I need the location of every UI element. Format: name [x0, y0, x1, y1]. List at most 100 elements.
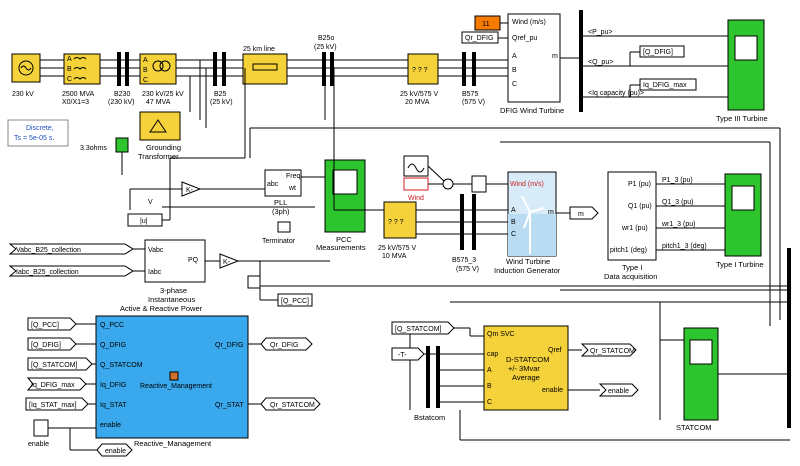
svg-text:B: B [511, 219, 516, 226]
transformer-main[interactable]: A B C [139, 53, 177, 85]
thevenin-impedance[interactable]: A B C [63, 53, 101, 85]
svg-text:? ? ?: ? ? ? [412, 67, 428, 74]
sum-wind[interactable] [442, 178, 454, 190]
goto-qr-statcom-out[interactable] [260, 397, 321, 411]
v-signal-label: V [148, 199, 153, 206]
scope-pcc[interactable] [324, 159, 366, 233]
svg-text:Vabc_B25_collection: Vabc_B25_collection [16, 247, 81, 254]
from-q-statcom[interactable]: [Q_STATCOM] [27, 357, 93, 371]
transformer-induction[interactable]: ? ? ? [383, 201, 417, 239]
svg-text:enable: enable [100, 422, 121, 429]
from-iabc[interactable]: Iabc_B25_collection [8, 265, 134, 277]
bus-bstatcom[interactable] [426, 346, 430, 408]
wind-const[interactable] [403, 177, 429, 191]
goto-q-dfig[interactable] [639, 45, 685, 58]
rate-limiter[interactable] [247, 275, 261, 289]
goto-qr-dfig-out[interactable] [260, 337, 313, 351]
from-iq-stat-max[interactable]: [Iq_STAT_max] [25, 397, 89, 411]
transformer-dfig-label: 25 kV/575 V [400, 91, 438, 98]
bus-b25o-kv: (25 kV) [314, 44, 337, 51]
svg-text:PQ: PQ [188, 257, 199, 264]
scope-statcom[interactable] [683, 327, 719, 421]
svg-text:Iabc: Iabc [148, 269, 162, 276]
d-statcom-block[interactable]: Qm SVC cap A B C Qref enable D-STATCOM +… [483, 325, 569, 411]
wind-profile[interactable] [403, 155, 429, 177]
abs-block[interactable] [127, 213, 163, 227]
svg-text:B: B [143, 67, 148, 74]
svg-text:Vabc: Vabc [148, 247, 164, 254]
terminator[interactable] [277, 221, 291, 233]
bus-b25o-label: B25o [318, 35, 334, 42]
induction-title1: Wind Turbine [506, 257, 550, 266]
impedance-label: 2500 MVA [62, 91, 94, 98]
dfig-wind-turbine[interactable]: Wind (m/s) Qref_pu A B C m [507, 13, 561, 103]
bus-b575[interactable] [462, 52, 466, 86]
pll-title: PLL [274, 198, 287, 207]
from-enable[interactable] [598, 383, 639, 397]
grounding-resistor[interactable] [115, 137, 129, 153]
reactive-management-block[interactable]: Q_PCC Q_DFIG Q_STATCOM Iq_DFIG Iq_STAT e… [95, 315, 249, 439]
type1-title: Type I Turbine [716, 260, 764, 269]
goto-enable[interactable] [96, 443, 133, 457]
svg-text:Reactive_Management: Reactive_Management [140, 383, 212, 390]
bus-b25-kv: (25 kV) [210, 99, 233, 106]
from-iq-dfig-max[interactable]: Iq_DFIG_max [26, 377, 87, 391]
wind-turbine-induction[interactable]: Wind (m/s) A B C m [507, 171, 557, 257]
transformer-dfig[interactable]: ? ? ? [407, 53, 439, 85]
from-q-statcom-2[interactable]: [Q_STATCOM] [391, 321, 455, 335]
bus-selector-dfig [579, 10, 583, 112]
type1-acq-title2: Data acquisition [604, 272, 657, 281]
source-230kv[interactable] [11, 53, 41, 83]
goto-m[interactable] [569, 206, 599, 220]
svg-text:K-: K- [223, 259, 231, 266]
type1-acq-title: Type I [622, 263, 642, 272]
bus-b575-3-label: B575_3 [452, 257, 476, 264]
pcc-title: PCC [336, 235, 352, 244]
power-title3: Active & Reactive Power [120, 304, 203, 313]
bus-b230-label: B230 [114, 91, 130, 98]
from-q-dfig[interactable]: [Q_DFIG] [27, 337, 77, 351]
type1-data-acquisition[interactable]: P1 (pu) Q1 (pu) wr1 (pu) pitch1 (deg) [607, 171, 657, 261]
enable-switch[interactable] [33, 419, 49, 437]
line-25km[interactable] [242, 53, 288, 85]
type3-iq-label: <Iq capacity (pu)> [588, 90, 644, 97]
bus-b230[interactable] [117, 52, 121, 86]
power-pq-block[interactable]: Vabc Iabc PQ [144, 239, 206, 283]
svg-text:D-STATCOM: D-STATCOM [506, 355, 549, 364]
scope-type1[interactable] [724, 173, 762, 257]
const-11-label: 11 [482, 19, 490, 28]
wind-saturation[interactable] [471, 175, 487, 193]
bus-b25[interactable] [213, 52, 217, 86]
line-25km-label: 25 km line [243, 46, 275, 53]
powergui-discrete[interactable]: Discrete, Ts = 5e-05 s. [7, 119, 69, 147]
grounding-title2: Transformer [138, 152, 179, 161]
pll-block[interactable]: abc Freq wt [264, 169, 302, 197]
transformer-dfig-mva: 20 MVA [405, 99, 430, 106]
from-vabc[interactable]: Vabc_B25_collection [8, 243, 134, 255]
from-qr-statcom[interactable] [580, 343, 637, 357]
scope-type3[interactable] [727, 19, 765, 111]
goto-q-pcc[interactable] [277, 293, 313, 307]
statcom-title: STATCOM [676, 423, 712, 432]
grounding-transformer[interactable] [139, 111, 181, 141]
power-title1: 3-phase [160, 286, 187, 295]
grounding-res-label: 3.3ohms [80, 145, 107, 152]
bus-b25o[interactable] [322, 52, 326, 86]
svg-text:Qr_STAT: Qr_STAT [215, 402, 244, 409]
svg-text:Iq_STAT: Iq_STAT [100, 402, 127, 409]
svg-text:[Q_STATCOM]: [Q_STATCOM] [395, 326, 441, 333]
induction-title2: Induction Generator [494, 266, 561, 275]
gain-q[interactable] [219, 253, 240, 269]
goto-iq-dfig-max[interactable] [639, 78, 697, 91]
svg-text:-T-: -T- [398, 352, 407, 359]
bus-selector-right [787, 248, 791, 428]
svg-text:Qref_pu: Qref_pu [512, 35, 537, 42]
from-q-pcc[interactable]: [Q_PCC] [27, 317, 77, 331]
svg-text:Qr_DFIG: Qr_DFIG [270, 342, 298, 349]
svg-text:Q1_3 (pu): Q1_3 (pu) [662, 199, 694, 206]
svg-text:enable: enable [608, 388, 629, 395]
from-t[interactable]: -T- [391, 347, 425, 361]
svg-text:m: m [548, 209, 554, 216]
svg-text:Q_STATCOM: Q_STATCOM [100, 362, 143, 369]
